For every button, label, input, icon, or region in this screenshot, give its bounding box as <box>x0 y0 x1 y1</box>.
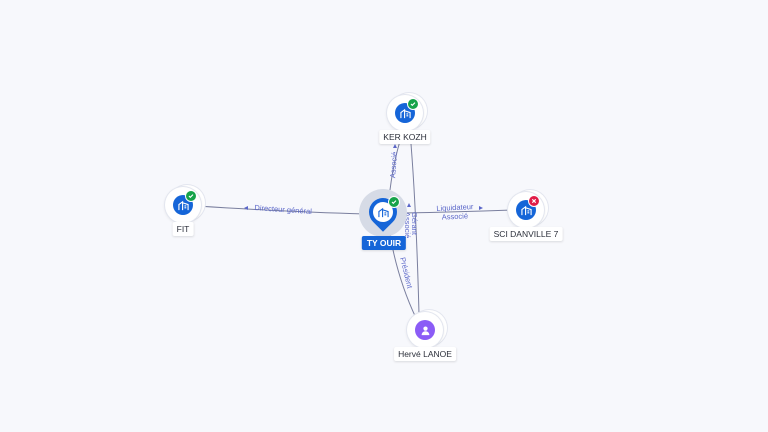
edge-label-ty-ouir-fit: Directeur général <box>254 203 312 216</box>
edge-label-herve-ker-1: Gérant <box>410 212 419 236</box>
edge-ty-ouir-fit <box>196 205 367 215</box>
center-node-label: TY OUIR <box>361 236 407 250</box>
edge-herve-ker-kozh <box>409 131 420 315</box>
edge-label-ty-ouir-sci-2: Associé <box>442 211 469 221</box>
person-icon <box>415 320 435 340</box>
edge-label-ty-ouir-ker: Associé <box>388 152 399 179</box>
arrow-ker <box>393 144 397 148</box>
node-label: Hervé LANOE <box>394 347 456 361</box>
arrow-sci <box>479 206 483 210</box>
node-label: FIT <box>172 222 194 236</box>
edge-label-ty-ouir-sci-1: Liquidateur <box>436 202 474 213</box>
close-badge-icon <box>528 195 540 207</box>
check-badge-icon <box>407 98 419 110</box>
building-icon <box>373 202 393 222</box>
edge-label-herve-ker-2: Associé <box>403 212 412 238</box>
edge-label-herve-ty-ouir: Président <box>398 256 415 290</box>
node-label: SCI DANVILLE 7 <box>489 227 563 241</box>
arrow-herve-ker <box>407 203 411 207</box>
check-badge-icon <box>185 190 197 202</box>
node-label: KER KOZH <box>379 130 431 144</box>
edge-ty-ouir-sci-danville <box>401 209 513 214</box>
check-badge-icon <box>388 196 400 208</box>
arrow-fit <box>244 206 248 210</box>
